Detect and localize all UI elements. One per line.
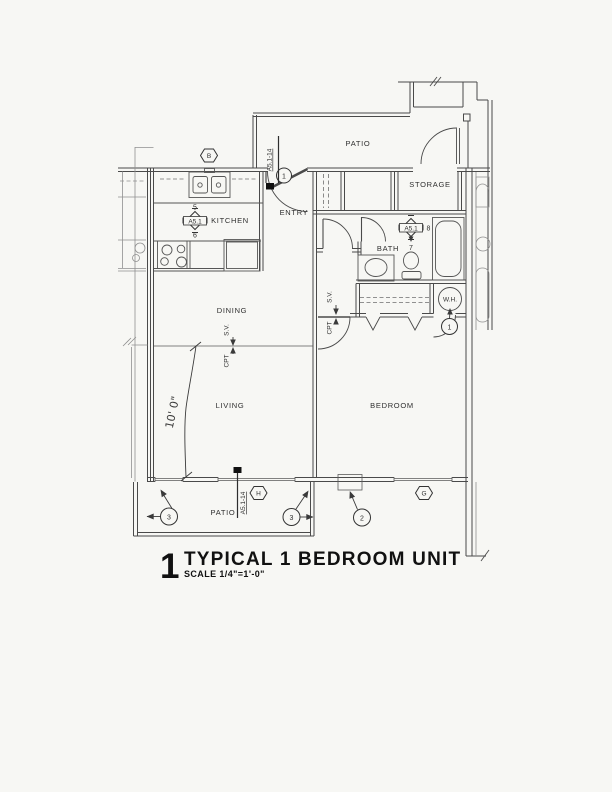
bedroom-label: BEDROOM [370, 401, 414, 410]
storage-label: STORAGE [409, 180, 450, 189]
circle-marker-entry-1: 1 [276, 167, 292, 184]
patio-upper-label: PATIO [346, 139, 371, 148]
hex-marker-H: H [249, 486, 268, 500]
circle-marker-wh-1: 1 [441, 308, 458, 335]
bedroom-closet-shelf [360, 297, 431, 303]
detail-num-6: 6 [193, 233, 197, 240]
circle-markers: 1 1 3 3 2 [146, 167, 458, 527]
sv-label-hall: S.V. [327, 291, 334, 303]
bath-label: BATH [377, 244, 399, 253]
sheet-ref-patio-door: A5.1-14 [233, 467, 247, 518]
floor-marker-dining-living: S.V. CPT [224, 324, 236, 368]
kitchen-fixtures [154, 168, 263, 272]
dining-label: DINING [217, 306, 247, 315]
hall-door [322, 218, 353, 249]
floor-marker-bedroom-door: S.V. CPT [327, 291, 339, 335]
hex-marker-B: B [199, 148, 219, 163]
bath-sink [357, 254, 395, 282]
bedroom-window-unit [337, 474, 363, 491]
sv-label-dining: S.V. [224, 324, 231, 336]
closet-shelf-lines [160, 174, 431, 303]
sheet-ref-patio-label: A5.1-14 [240, 491, 247, 514]
patio-walls [133, 76, 493, 537]
kitchen-base-counter [154, 240, 261, 272]
title-block: 1 TYPICAL 1 BEDROOM UNIT SCALE 1/4"=1'-0… [160, 547, 461, 586]
kitchen-label: KITCHEN [211, 216, 249, 225]
circle-label-entry-1: 1 [282, 174, 286, 181]
range [157, 240, 188, 269]
neighbor-unit-right [475, 172, 491, 556]
bedroom-door [317, 316, 351, 350]
hex-label-H: H [256, 491, 261, 498]
patio-lower-label: PATIO [211, 508, 236, 517]
drawing-title: TYPICAL 1 BEDROOM UNIT [184, 549, 461, 570]
hex-label-B: B [207, 153, 211, 160]
refrigerator [223, 239, 261, 272]
detail-marker-kitchen: 5 A5.1 6 [182, 205, 208, 240]
cpt-label-bedroom: CPT [327, 321, 334, 334]
circle-label-2: 2 [360, 516, 364, 523]
circle-marker-3-right: 3 [282, 490, 314, 526]
entry-closet-shelf [323, 174, 329, 208]
circle-label-3-left: 3 [167, 515, 171, 522]
circle-marker-3-left: 3 [146, 489, 178, 526]
cpt-label-living: CPT [224, 354, 231, 367]
kitchen-sink [188, 168, 231, 198]
hand-dimension [180, 341, 202, 482]
sheet-ref-entry: A5.1-14 [266, 136, 280, 190]
bathtub [432, 217, 465, 281]
detail-marker-bath: A5.1 8 7 [398, 215, 431, 252]
closet-bifold-doors [365, 316, 423, 331]
circle-marker-2: 2 [349, 491, 371, 527]
room-labels: PATIO STORAGE ENTRY KITCHEN BATH DINING … [211, 139, 458, 517]
storage-door [420, 127, 460, 165]
hex-label-G: G [421, 491, 426, 498]
detail-sheet-bath: A5.1 [404, 226, 418, 233]
bath-door [360, 217, 386, 242]
sheet-ref-entry-label: A5.1-14 [267, 148, 274, 171]
circle-label-wh-1: 1 [448, 325, 452, 332]
living-label: LIVING [216, 401, 245, 410]
exterior-walls [118, 167, 490, 562]
detail-num-8: 8 [427, 226, 431, 233]
drawing-number: 1 [160, 547, 179, 586]
detail-num-7: 7 [409, 245, 413, 252]
neighbor-unit-left [118, 147, 154, 482]
hex-marker-G: G [414, 486, 434, 500]
circle-label-3-right: 3 [290, 515, 294, 522]
doors [265, 127, 460, 350]
toilet [401, 251, 422, 280]
living-width-dimension: 10' 0" [163, 395, 182, 430]
windows [154, 474, 453, 491]
entry-label: ENTRY [280, 208, 309, 217]
drawing-scale: SCALE 1/4"=1'-0" [184, 569, 265, 579]
detail-sheet-kitchen: A5.1 [188, 219, 202, 226]
water-heater-label: W.H. [443, 297, 457, 304]
hex-markers: B H G [199, 148, 434, 500]
